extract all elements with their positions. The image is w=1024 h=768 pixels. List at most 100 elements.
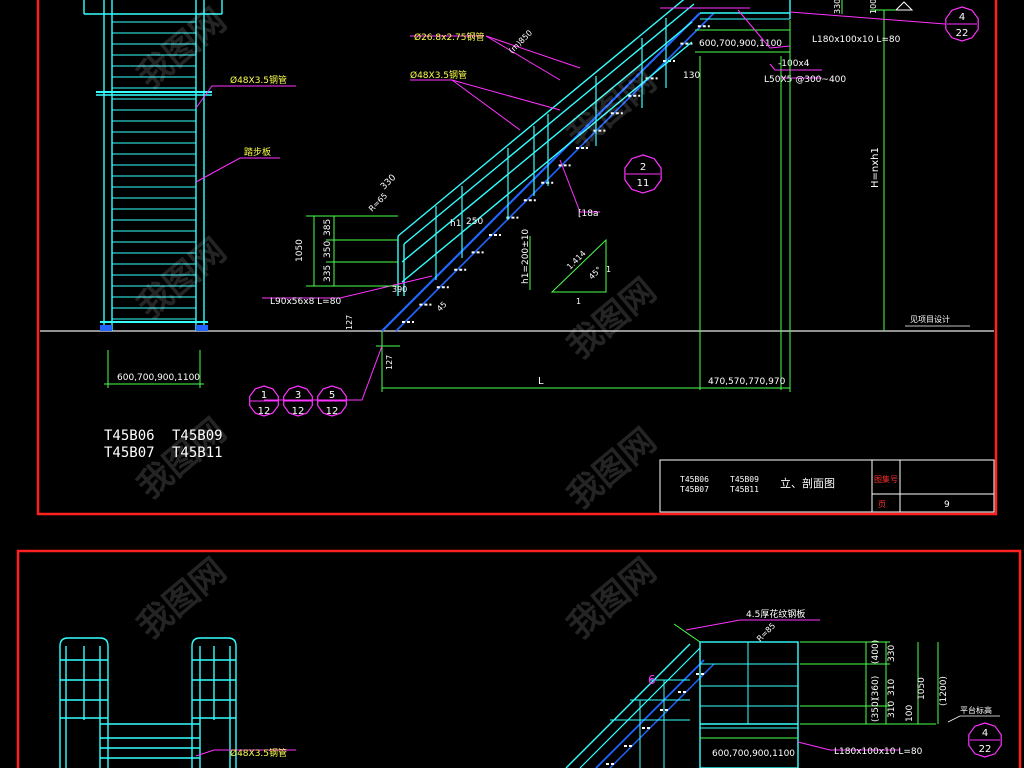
sheet2-callout-platform: 平台标高: [960, 705, 992, 715]
sheet-2-frame: [16, 549, 1022, 768]
title-text: 立、剖面图: [780, 476, 835, 490]
marker-1-top: 1: [261, 390, 267, 401]
sheet2-dim-310a: 310: [887, 679, 897, 696]
dim-L-text: L: [538, 376, 544, 387]
dim-390: 390: [392, 285, 407, 294]
title-code-a: T45B06: [680, 475, 709, 484]
leader-marker-4: [789, 11, 946, 25]
slope-angle: 45°: [587, 265, 603, 281]
sheet2-dim-310b: 310: [887, 701, 897, 718]
sheet2-leader-pipe: [195, 749, 296, 757]
marker-3-top: 3: [295, 390, 301, 401]
dim-350: 350: [323, 241, 333, 258]
watermark: 我图网: [130, 1, 234, 97]
sheet2-treads: [606, 673, 706, 765]
sheet2-front-view: [59, 637, 237, 768]
sheet2-dim-6: 6: [648, 673, 656, 687]
callout-tread: 踏步板: [244, 146, 271, 158]
dim-r65: R=65: [367, 191, 389, 213]
marker-2-top: 2: [640, 162, 646, 173]
sheet2-marker-top: 4: [982, 728, 988, 739]
title-code-c: T45B07: [680, 485, 709, 494]
sheet2-dim-360: (360): [871, 676, 881, 700]
elevation-mark: [895, 1, 914, 11]
sheet2-dim-400: (400): [871, 640, 881, 664]
watermark: 我图网: [560, 421, 664, 517]
marker-3-bottom: 12: [292, 406, 305, 417]
sheet2-dim-100: 100: [905, 705, 915, 722]
detail-marker-1-12: 1 12: [249, 385, 279, 417]
sheet2-dim-width: 600,700,900,1100: [712, 749, 795, 759]
slope-1: 1: [606, 265, 611, 274]
title-label-drawing-no: 图集号: [874, 474, 898, 484]
watermark: 我图网: [560, 271, 664, 367]
detail-marker-3-12: 3 12: [283, 385, 313, 417]
detail-marker-4-22: 4 22: [945, 6, 979, 42]
callout-angle-spacing: L50X5 @300~400: [764, 75, 846, 85]
callout-design-note: 见项目设计: [910, 314, 950, 324]
detail-marker-5-12: 5 12: [317, 385, 347, 417]
marker-2-bottom: 11: [637, 178, 650, 189]
ladder-foot-left: [100, 325, 112, 331]
ladder-foot-right: [196, 325, 208, 331]
sheet2-leader-angle: [797, 741, 900, 751]
dim-h1: h1: [450, 219, 461, 229]
marker-4-top: 4: [959, 12, 965, 23]
dim-335: 335: [323, 265, 333, 282]
dim-250: 250: [466, 217, 483, 227]
dim-330-rail: 330: [379, 173, 398, 192]
dim-127b: 127: [385, 355, 394, 370]
sheet2-dim-1050: 1050: [917, 677, 927, 700]
sheet2-callout-angle: L180x100x10 L=80: [834, 747, 923, 757]
code-1: T45B06: [104, 428, 155, 444]
sheet2-marker-bottom: 22: [979, 744, 992, 755]
dim-100-top: 100: [869, 0, 878, 14]
dim-rail-heights: [306, 215, 398, 287]
title-code-d: T45B11: [730, 485, 759, 494]
sheet2-dim-350: (350): [871, 698, 881, 722]
title-page-number: 9: [944, 500, 950, 510]
leader-markers: [264, 345, 383, 401]
dim-330-top: 330: [833, 0, 842, 14]
callout-pipe-26: Ø26.8x2.75钢管: [414, 31, 485, 43]
ladder-treads: [112, 21, 196, 320]
dim-angle-45b: 45: [435, 300, 449, 314]
dim-H-text: H=nxh1: [870, 147, 881, 188]
sheet2-marker-4-22: 4 22: [968, 722, 1002, 758]
stair-stringer: [381, 0, 791, 332]
marker-1-bottom: 12: [258, 406, 271, 417]
dim-top-width-text: 600,700,900,1100: [699, 39, 782, 49]
marker-5-bottom: 12: [326, 406, 339, 417]
dim-385: 385: [323, 219, 333, 236]
dim-landing: 470,570,770,970: [708, 377, 786, 387]
callout-channel: [18a: [578, 209, 598, 219]
sheet-1-frame: [36, 0, 998, 516]
slope-triangle: [550, 238, 607, 293]
dim-L: [382, 20, 791, 392]
sheet2-callout-plate: 4.5厚花纹钢板: [746, 608, 805, 620]
dim-top-width: [695, 29, 790, 53]
handrail: [397, 0, 695, 296]
stair-treads: [402, 25, 710, 323]
marker-5-top: 5: [329, 390, 335, 401]
detail-marker-2-11: 2 11: [624, 154, 662, 194]
handrail-posts: [435, 18, 667, 280]
sheet2-stair: [565, 641, 799, 768]
leader-pipe-left: [195, 85, 296, 109]
callout-pipe-48: Ø48X3.5钢管: [410, 69, 467, 81]
callout-flat-bar: -100x4: [778, 59, 810, 69]
watermark: 我图网: [130, 231, 234, 327]
title-block: [659, 459, 995, 513]
dim-h1-formula: h1=200±10: [521, 229, 531, 284]
title-label-page: 页: [878, 500, 886, 509]
sheet2-platform-line: [947, 715, 1000, 723]
watermark: 我图网: [560, 61, 664, 157]
callout-angle-bottom: L90x56x8 L=80: [270, 297, 341, 307]
title-code-b: T45B09: [730, 475, 759, 484]
watermark: 我图网: [560, 551, 664, 647]
callout-angle-top: L180x100x10 L=80: [812, 35, 901, 45]
callout-leaders: [262, 7, 822, 299]
marker-4-bottom: 22: [956, 28, 969, 39]
dim-1050: 1050: [295, 239, 305, 262]
